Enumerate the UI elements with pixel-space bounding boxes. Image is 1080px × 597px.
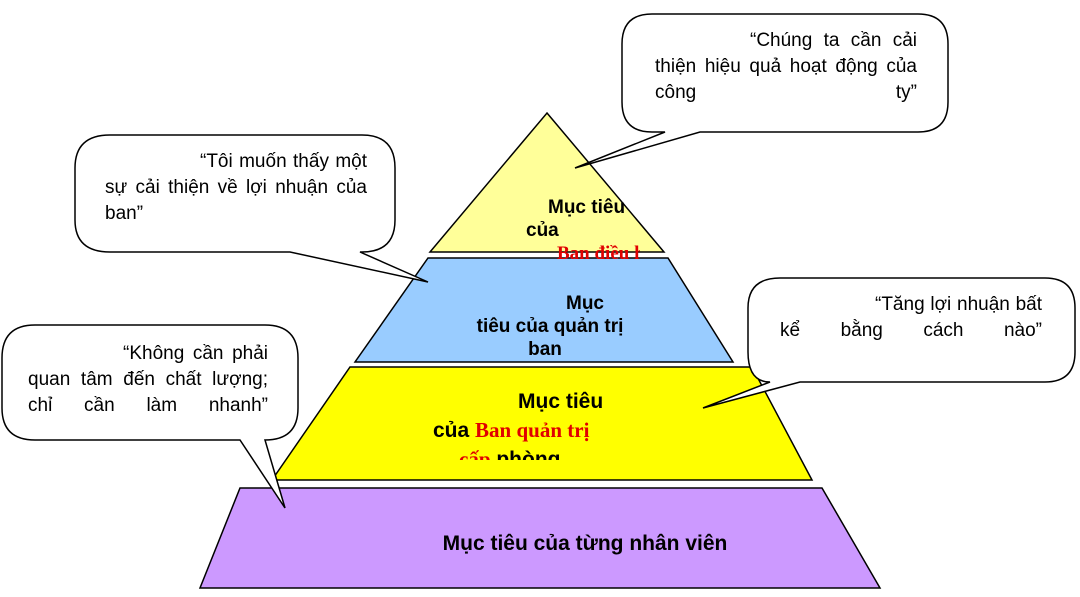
tier-highlight: cấp	[459, 447, 491, 460]
tier-label-line: Mục	[566, 293, 604, 314]
tier-department-label: Mục tiêu của quản trị ban	[430, 292, 670, 362]
tier-label-line: tiêu của quản trị	[476, 316, 624, 337]
tier-label-line: của	[433, 419, 470, 442]
tier-executive-label: Mục tiêu của Ban điều hành	[520, 196, 640, 274]
callout-bubble-top-right	[574, 13, 949, 169]
callout-text-bottom-left: “Không cần phải quan tâm đến chất lượng;…	[28, 343, 268, 416]
tier-department-shape	[353, 257, 735, 363]
tier-office-label: Mục tiêu của Ban quản trị cấp phòng	[425, 387, 645, 460]
tier-employee-label: Mục tiêu của từng nhân viên	[300, 530, 870, 560]
callout-text-top-left: “Tôi muốn thấy một sự cải thiện về lợi n…	[105, 151, 367, 224]
callout-bubble-mid-right	[702, 277, 1076, 409]
callout-bubble-bottom-left	[1, 324, 299, 509]
callout-text-top-right: “Chúng ta cần cải thiện hiệu quả hoạt độ…	[655, 30, 917, 103]
tier-label-line: phòng	[496, 448, 561, 460]
tier-label-line: Mục tiêu của từng nhân viên	[442, 532, 728, 555]
tier-highlight: Ban quản trị	[475, 418, 590, 442]
tier-employee-shape	[198, 487, 882, 589]
tier-highlight: Ban điều hành	[557, 243, 640, 264]
tier-executive-shape	[428, 111, 666, 253]
tier-label-line: của	[526, 220, 559, 241]
callout-text-mid-right: “Tăng lợi nhuận bất kể bằng cách nào”	[780, 294, 1042, 341]
tier-label-line: ban	[528, 339, 562, 360]
tier-label-line: Mục tiêu	[518, 390, 604, 413]
tier-office-shape	[270, 366, 814, 481]
tier-label-line: Mục tiêu	[548, 197, 626, 218]
callout-bubble-top-left	[74, 134, 429, 283]
